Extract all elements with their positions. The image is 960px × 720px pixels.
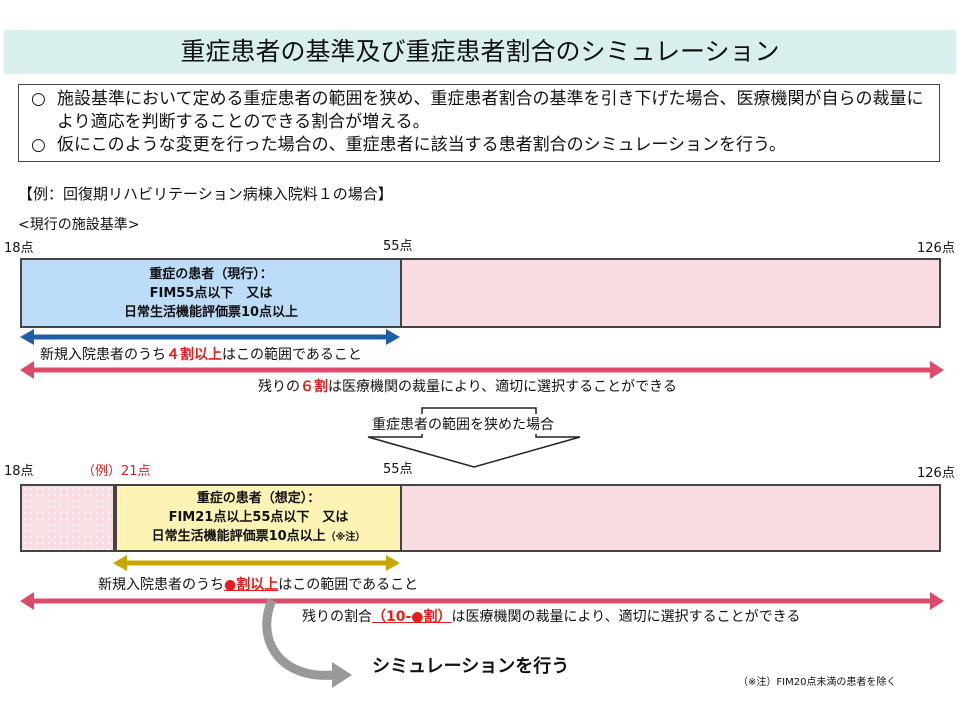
text: 新規入院患者のうち xyxy=(40,347,166,363)
tick-min: 18点 xyxy=(4,241,34,256)
box-note: （※注） xyxy=(325,532,366,543)
intro-line-1: 施設基準において定める重症患者の範囲を狭め、重症患者割合の基準を引き下げた場合、… xyxy=(57,89,924,132)
tick-min: 18点 xyxy=(4,464,34,479)
curved-arrow-icon xyxy=(262,598,352,688)
tick-example: （例）21点 xyxy=(82,464,151,479)
box-line: 重症の患者（現行）： xyxy=(149,266,273,282)
excluded-range xyxy=(22,486,115,550)
intro-box: ○ 施設基準において定める重症患者の範囲を狭め、重症患者割合の基準を引き下げた場合… xyxy=(18,84,940,162)
text: はこの範囲であること xyxy=(222,347,362,363)
proposed-severe-box: 重症の患者（想定）： FIM21点以上55点以下 又は 日常生活機能評価票10点… xyxy=(115,486,402,550)
tick-max: 126点 xyxy=(917,241,955,256)
current-arrow1-text: 新規入院患者のうち４割以上はこの範囲であること xyxy=(40,344,362,364)
text: 残りの割合 xyxy=(302,609,372,625)
example-heading: 【例：回復期リハビリテーション病棟入院料１の場合】 xyxy=(18,185,393,203)
intro-line-2: 仮にこのような変更を行った場合の、重症患者に該当する患者割合のシミュレーションを… xyxy=(57,135,786,155)
proposed-arrow2-text: 残りの割合（10-●割）は医療機関の裁量により、適切に選択することができる xyxy=(302,606,800,626)
text: はこの範囲であること xyxy=(278,577,419,593)
emphasis: ●割以上 xyxy=(224,577,279,593)
box-line: FIM21点以上55点以下 又は xyxy=(168,510,349,525)
gold-double-arrow-icon xyxy=(113,555,400,571)
box-line: 重症の患者（想定）： xyxy=(196,491,321,506)
transition-label: 重症患者の範囲を狭めた場合 xyxy=(370,414,556,434)
emphasis: （10-●割） xyxy=(372,609,452,625)
box-line: 日常生活機能評価票10点以上 xyxy=(123,304,299,320)
blue-double-arrow-icon xyxy=(20,329,400,345)
emphasis: ６割 xyxy=(300,379,328,395)
current-arrow2-text: 残りの６割は医療機関の裁量により、適切に選択することができる xyxy=(258,376,677,396)
text: は医療機関の裁量により、適切に選択することができる xyxy=(451,609,801,625)
tick-max: 126点 xyxy=(917,466,955,481)
emphasis: ４割以上 xyxy=(166,347,222,363)
proposed-arrow1-text: 新規入院患者のうち●割以上はこの範囲であること xyxy=(98,574,418,594)
page-title: 重症患者の基準及び重症患者割合のシミュレーション xyxy=(4,30,956,74)
pink-double-arrow-icon xyxy=(20,592,944,610)
text: 新規入院患者のうち xyxy=(98,577,224,593)
current-standard-label: <現行の施設基準> xyxy=(18,217,140,233)
bullet: ○ xyxy=(31,89,46,109)
current-range-bar: 重症の患者（現行）： FIM55点以下 又は 日常生活機能評価票10点以上 xyxy=(20,258,941,328)
text: 残りの xyxy=(258,379,300,395)
footnote: （※注）FIM20点未満の患者を除く xyxy=(738,677,897,688)
text: は医療機関の裁量により、適切に選択することができる xyxy=(328,379,677,395)
simulation-label: シミュレーションを行う xyxy=(372,656,570,677)
pink-double-arrow-icon xyxy=(20,361,944,379)
bullet: ○ xyxy=(31,135,46,155)
current-severe-box: 重症の患者（現行）： FIM55点以下 又は 日常生活機能評価票10点以上 xyxy=(22,260,402,326)
box-line: 日常生活機能評価票10点以上 xyxy=(151,529,326,544)
tick-mid: 55点 xyxy=(383,462,413,477)
box-line: FIM55点以下 又は xyxy=(149,285,273,301)
tick-mid: 55点 xyxy=(383,239,413,254)
proposed-range-bar: 重症の患者（想定）： FIM21点以上55点以下 又は 日常生活機能評価票10点… xyxy=(20,484,941,552)
